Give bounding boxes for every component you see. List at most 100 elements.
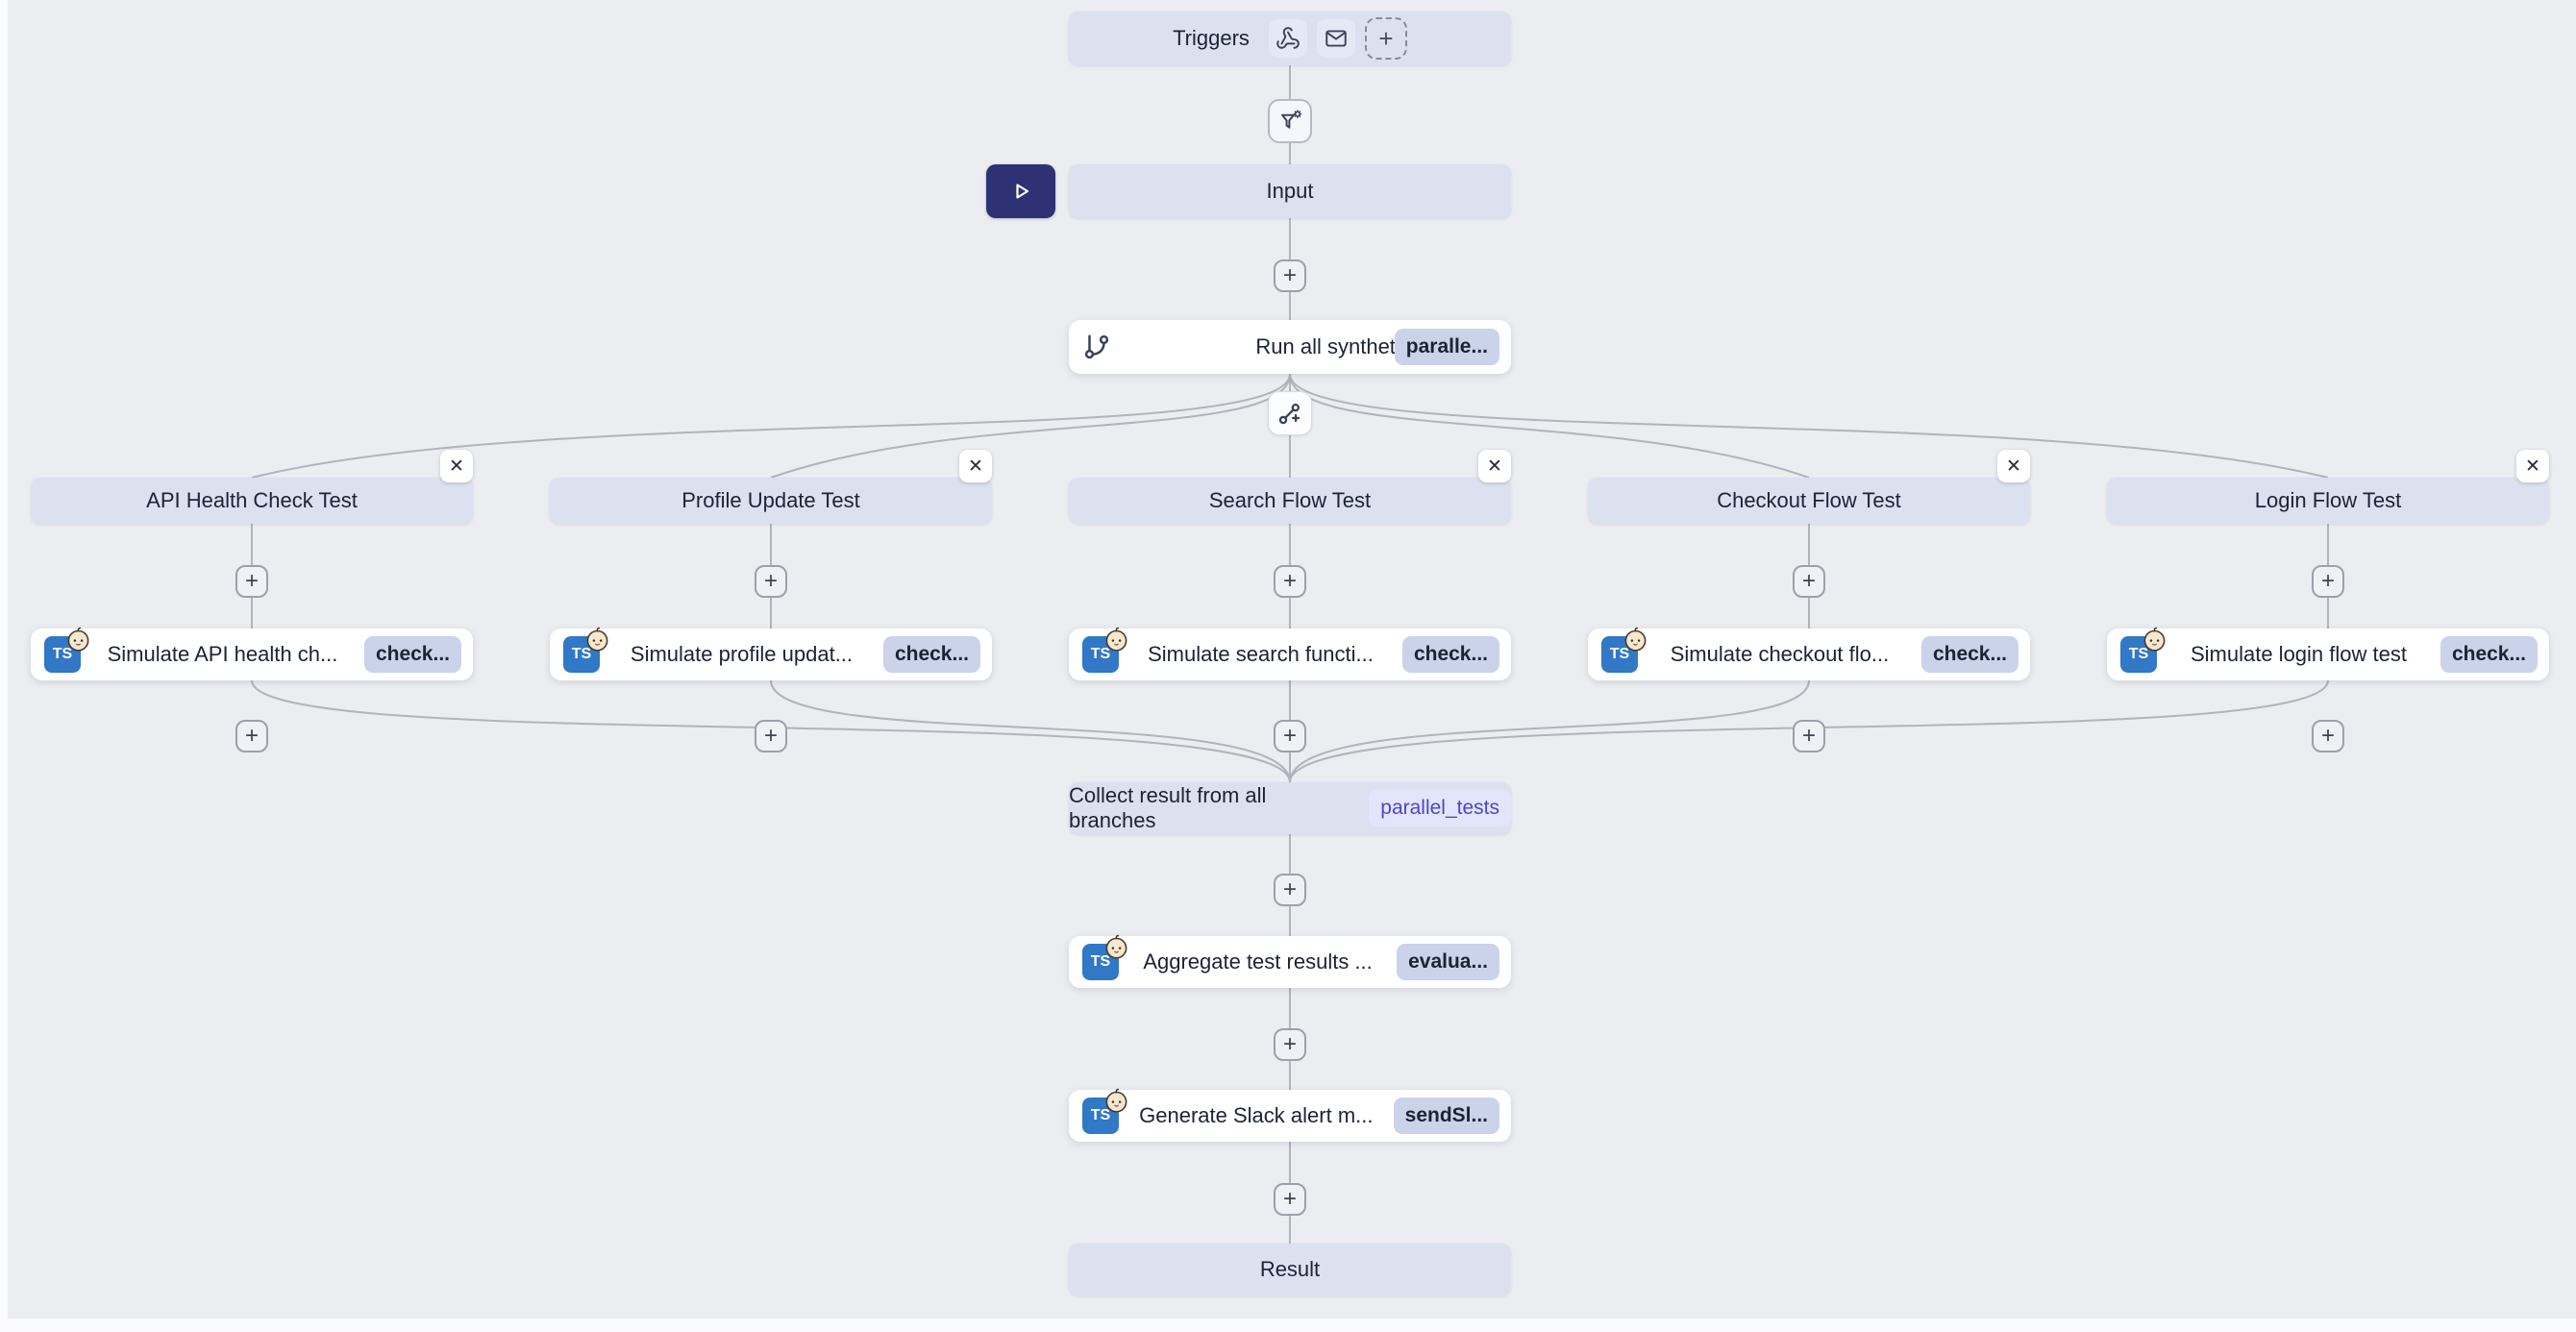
aggregate-results-node[interactable]: TS Aggregate test results ... evalua... (1069, 934, 1511, 988)
add-step-button[interactable]: + (2312, 720, 2344, 752)
add-step-button[interactable]: + (1274, 720, 1306, 752)
plus-icon: + (763, 723, 778, 749)
step-badge: check... (2440, 636, 2538, 673)
step-badge: check... (882, 636, 980, 673)
branch-header-api-health[interactable]: API Health Check Test (31, 478, 473, 524)
result-node[interactable]: Result (1069, 1244, 1511, 1295)
plus-icon: + (244, 568, 259, 594)
edge-fanin (770, 679, 1291, 783)
remove-branch-button[interactable]: ✕ (1478, 450, 1511, 482)
result-label: Result (1259, 1257, 1321, 1281)
email-trigger-button[interactable] (1316, 19, 1355, 58)
add-step-button[interactable]: + (1793, 720, 1825, 752)
parallel-run-node[interactable]: Run all synthetic monit... paralle... (1069, 320, 1511, 374)
plus-icon: + (244, 723, 259, 749)
baby-face-icon (1624, 627, 1647, 652)
remove-branch-button[interactable]: ✕ (1997, 450, 2030, 482)
slack-alert-badge: sendSl... (1393, 1098, 1499, 1134)
ts-logo-text: TS (2128, 646, 2149, 662)
branch-title: Profile Update Test (681, 488, 860, 512)
triggers-label: Triggers (1173, 26, 1250, 50)
add-branch-button[interactable] (1268, 391, 1312, 435)
step-node-profile-update[interactable]: TS Simulate profile updat... check... (550, 627, 992, 680)
webhook-icon (1276, 27, 1300, 49)
baby-face-icon (2143, 627, 2166, 652)
step-label: Simulate profile updat... (630, 642, 854, 666)
step-node-api-health[interactable]: TS Simulate API health ch... check... (31, 627, 473, 680)
slack-alert-label: Generate Slack alert m... (1139, 1103, 1374, 1127)
webhook-trigger-button[interactable] (1268, 19, 1307, 58)
canvas-left-edge (0, 0, 8, 1332)
ts-logo-text: TS (1090, 953, 1111, 970)
parallel-run-label: Run all synthetic monit... (1255, 334, 1395, 358)
add-step-button[interactable]: + (235, 720, 268, 752)
plus-icon: + (1282, 568, 1297, 594)
triggers-node[interactable]: Triggers + (1069, 12, 1511, 65)
plus-icon: + (1282, 876, 1297, 902)
collect-badge: parallel_tests (1369, 790, 1511, 826)
plus-icon: + (763, 568, 778, 594)
typescript-icon: TS (1082, 934, 1127, 980)
run-workflow-button[interactable] (986, 164, 1055, 218)
step-label: Simulate login flow test (2190, 642, 2407, 666)
ts-logo-text: TS (1609, 646, 1630, 662)
add-step-button[interactable]: + (1274, 259, 1306, 292)
step-label: Simulate search functi... (1148, 642, 1374, 666)
typescript-icon: TS (2120, 627, 2166, 673)
branch-header-checkout-flow[interactable]: Checkout Flow Test (1588, 478, 2030, 524)
edge-fanout (1289, 373, 1810, 479)
add-step-button[interactable]: + (1793, 565, 1825, 598)
input-node[interactable]: Input (1069, 164, 1511, 218)
add-trigger-icon: + (1378, 23, 1394, 53)
add-trigger-button[interactable]: + (1364, 17, 1407, 60)
parallel-run-badge: paralle... (1394, 329, 1499, 365)
plus-icon: + (2320, 568, 2335, 594)
typescript-icon: TS (1082, 1088, 1127, 1134)
branch-title: Search Flow Test (1208, 488, 1372, 512)
add-step-button[interactable]: + (235, 565, 268, 598)
git-branch-icon (1082, 333, 1111, 361)
filter-settings-button[interactable] (1268, 99, 1312, 143)
plus-icon: + (1282, 723, 1297, 749)
collect-content: Collect result from all branches paralle… (1069, 783, 1511, 833)
remove-branch-button[interactable]: ✕ (440, 450, 473, 482)
step-node-login-flow[interactable]: TS Simulate login flow test check... (2107, 627, 2549, 680)
remove-branch-button[interactable]: ✕ (2516, 450, 2549, 482)
plus-icon: + (1282, 1186, 1297, 1212)
ts-logo-text: TS (52, 646, 73, 662)
plus-icon: + (2320, 723, 2335, 749)
step-label: Simulate checkout flo... (1670, 642, 1890, 666)
step-node-search-flow[interactable]: TS Simulate search functi... check... (1069, 627, 1511, 680)
add-step-button[interactable]: + (1274, 1028, 1306, 1061)
close-icon: ✕ (2006, 456, 2021, 477)
add-step-button[interactable]: + (1274, 874, 1306, 906)
add-step-button[interactable]: + (1274, 1183, 1306, 1216)
collect-label: Collect result from all branches (1069, 783, 1267, 832)
branch-header-login-flow[interactable]: Login Flow Test (2107, 478, 2549, 524)
branch-header-profile-update[interactable]: Profile Update Test (550, 478, 992, 524)
baby-face-icon (586, 627, 608, 652)
split-branch-icon (1278, 403, 1300, 425)
step-badge: check... (1920, 636, 2019, 673)
step-node-checkout-flow[interactable]: TS Simulate checkout flo... check... (1588, 627, 2030, 680)
slack-alert-node[interactable]: TS Generate Slack alert m... sendSl... (1069, 1088, 1511, 1142)
branch-header-search-flow[interactable]: Search Flow Test (1069, 478, 1511, 524)
plus-icon: + (1801, 568, 1816, 594)
baby-face-icon (1105, 934, 1127, 959)
add-step-button[interactable]: + (755, 565, 787, 598)
plus-icon: + (1282, 1031, 1297, 1057)
add-step-button[interactable]: + (1274, 565, 1306, 598)
step-label: Simulate API health ch... (107, 642, 338, 666)
collect-results-node[interactable]: Collect result from all branches paralle… (1069, 782, 1511, 834)
remove-branch-button[interactable]: ✕ (959, 450, 992, 482)
add-step-button[interactable]: + (2312, 565, 2344, 598)
baby-face-icon (1105, 627, 1127, 652)
baby-face-icon (1105, 1088, 1127, 1113)
typescript-icon: TS (1082, 627, 1127, 673)
close-icon: ✕ (449, 456, 464, 477)
plus-icon: + (1282, 262, 1297, 288)
close-icon: ✕ (1487, 456, 1502, 477)
add-step-button[interactable]: + (755, 720, 787, 752)
step-badge: check... (363, 636, 461, 673)
